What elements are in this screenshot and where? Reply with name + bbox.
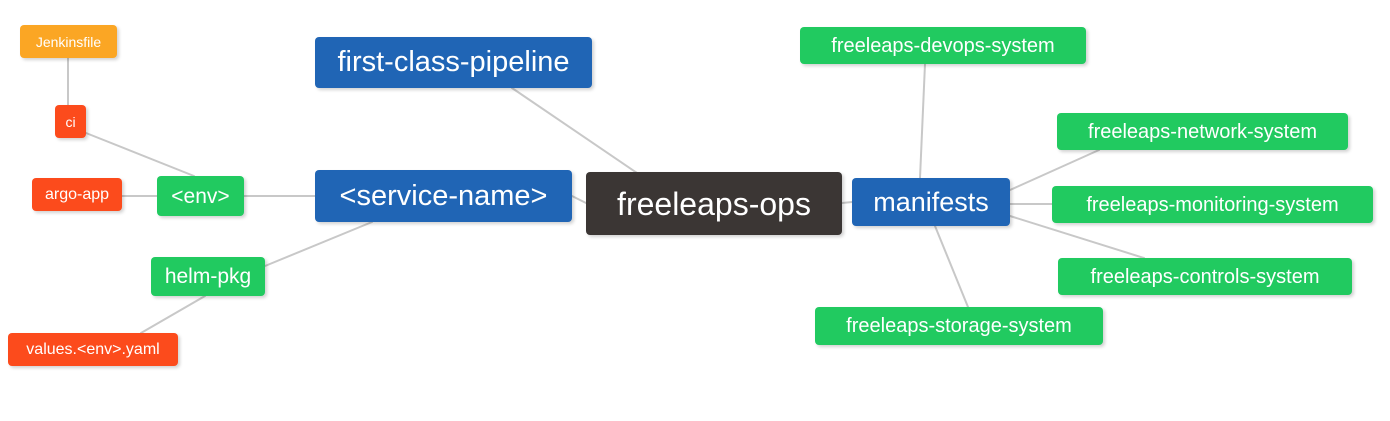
edge-freeleaps-ops-to-manifests: [841, 201, 853, 204]
node-label-values-yaml: values.<env>.yaml: [26, 340, 160, 358]
node-freeleaps-storage-system[interactable]: freeleaps-storage-system: [815, 307, 1103, 345]
node-freeleaps-monitoring-system[interactable]: freeleaps-monitoring-system: [1052, 186, 1373, 223]
edge-manifests-to-freeleaps-devops-system: [919, 63, 926, 179]
node-freeleaps-devops-system[interactable]: freeleaps-devops-system: [800, 27, 1086, 64]
node-label-first-class-pipeline: first-class-pipeline: [337, 46, 570, 78]
node-label-freeleaps-ops: freeleaps-ops: [617, 185, 811, 222]
node-manifests[interactable]: manifests: [852, 178, 1010, 226]
node-freeleaps-controls-system[interactable]: freeleaps-controls-system: [1058, 258, 1352, 295]
node-jenkinsfile[interactable]: Jenkinsfile: [20, 25, 117, 58]
node-helm-pkg[interactable]: helm-pkg: [151, 257, 265, 296]
node-label-argo-app: argo-app: [44, 185, 110, 203]
edge-manifests-to-freeleaps-storage-system: [934, 225, 969, 308]
node-label-freeleaps-devops-system: freeleaps-devops-system: [831, 34, 1055, 57]
node-service-name[interactable]: <service-name>: [315, 170, 572, 222]
node-label-helm-pkg: helm-pkg: [164, 265, 252, 288]
edge-freeleaps-ops-to-service-name: [571, 195, 587, 204]
node-ci[interactable]: ci: [55, 105, 86, 138]
node-first-class-pipeline[interactable]: first-class-pipeline: [315, 37, 592, 88]
edge-service-name-to-helm-pkg: [264, 221, 373, 267]
node-label-service-name: <service-name>: [339, 179, 548, 212]
node-label-freeleaps-storage-system: freeleaps-storage-system: [846, 315, 1072, 337]
edge-helm-pkg-to-values-yaml: [140, 295, 206, 334]
node-label-manifests: manifests: [873, 186, 989, 217]
edge-env-to-ci: [85, 132, 195, 177]
node-label-freeleaps-controls-system: freeleaps-controls-system: [1090, 265, 1320, 288]
node-values-yaml[interactable]: values.<env>.yaml: [8, 333, 178, 366]
node-label-freeleaps-monitoring-system: freeleaps-monitoring-system: [1086, 193, 1339, 216]
node-label-freeleaps-network-system: freeleaps-network-system: [1088, 120, 1317, 143]
node-label-ci: ci: [65, 113, 76, 130]
node-argo-app[interactable]: argo-app: [32, 178, 122, 211]
node-freeleaps-ops[interactable]: freeleaps-ops: [586, 172, 842, 235]
edge-freeleaps-ops-to-first-class-pipeline: [511, 87, 641, 176]
node-env[interactable]: <env>: [157, 176, 244, 216]
node-label-jenkinsfile: Jenkinsfile: [35, 33, 102, 50]
edge-manifests-to-freeleaps-network-system: [1009, 149, 1100, 191]
node-label-env: <env>: [171, 184, 230, 208]
node-freeleaps-network-system[interactable]: freeleaps-network-system: [1057, 113, 1348, 150]
